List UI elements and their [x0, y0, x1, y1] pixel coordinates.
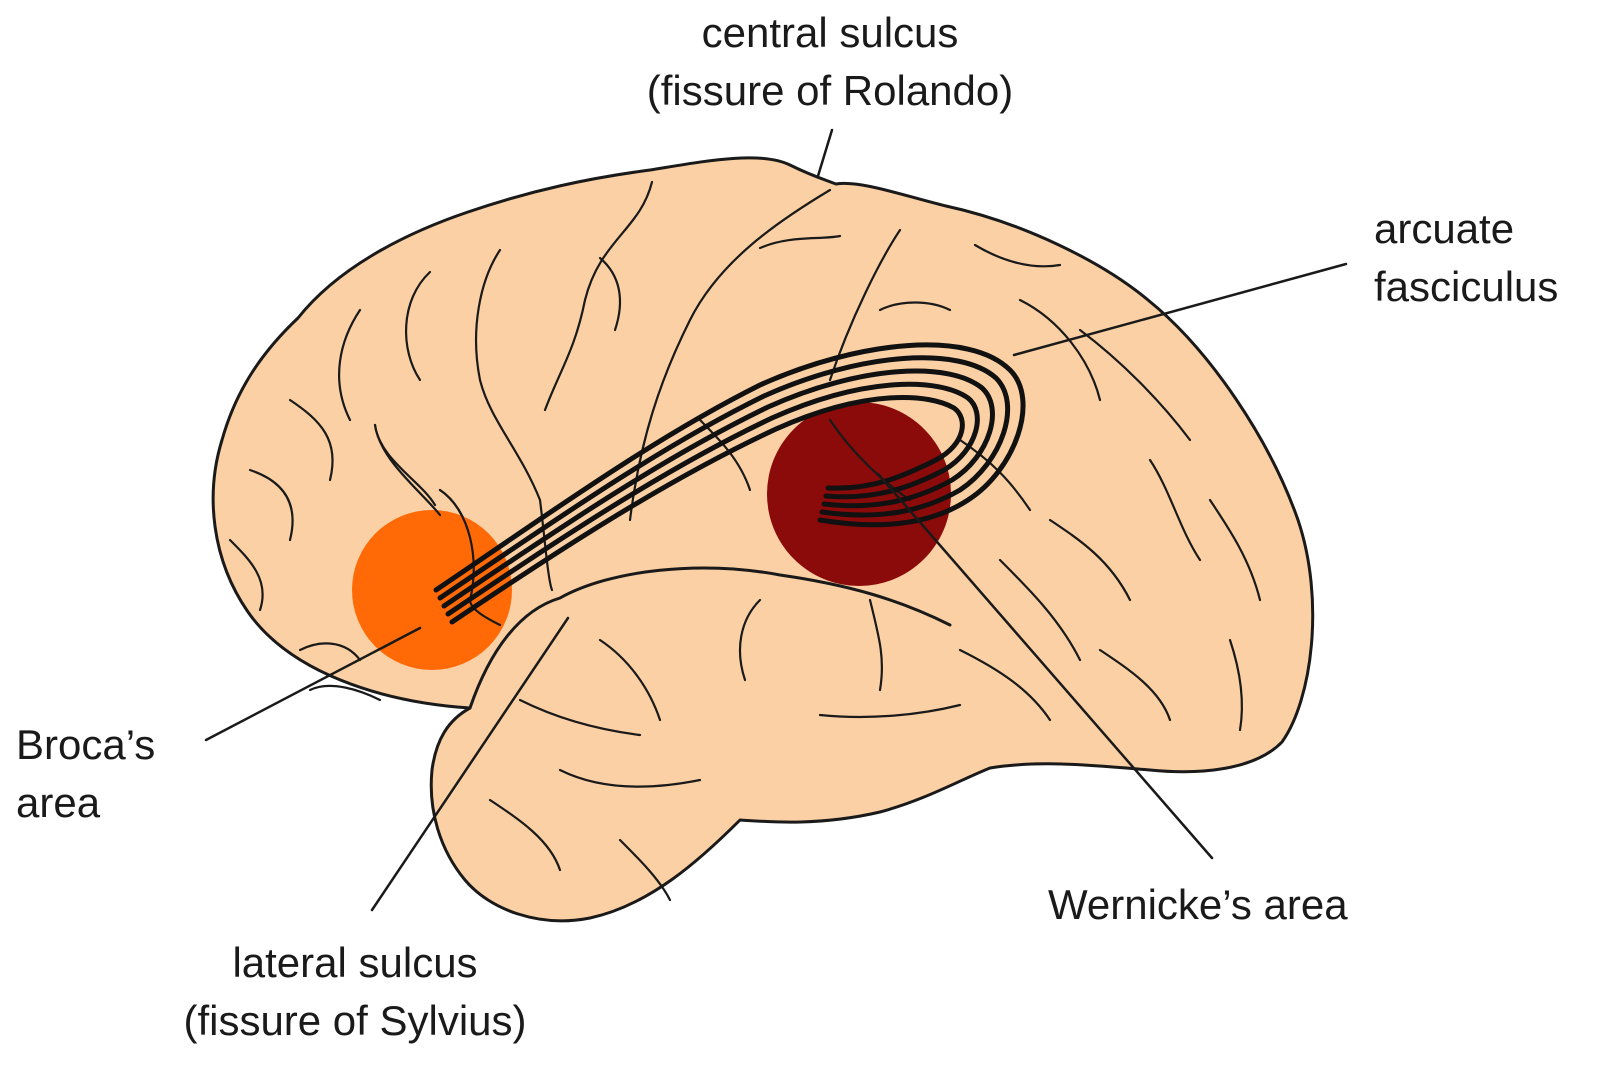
arcuate-fasciculus-label: arcuate fasciculus — [1374, 200, 1600, 316]
leader-lines — [204, 128, 1348, 912]
central-sulcus-label: central sulcus (fissure of Rolando) — [620, 4, 1040, 120]
arcuate-fasciculus-tract — [433, 342, 1026, 625]
central-sulcus-leader — [816, 128, 834, 178]
central-sulcus-line1: central sulcus — [701, 9, 959, 56]
arcuate-fasciculus-line1: arcuate — [1374, 205, 1515, 252]
broca-leader — [204, 626, 422, 742]
brocas-area-line2: area — [16, 779, 101, 826]
temporal-lobe-boundary — [468, 566, 952, 710]
arcuate-fasciculus-leader — [1012, 262, 1348, 357]
brocas-area-line1: Broca’s — [16, 721, 156, 768]
lateral-sulcus-line2: (fissure of Sylvius) — [183, 997, 527, 1044]
brocas-area-label: Broca’s area — [16, 716, 216, 832]
wernickes-area-label: Wernicke’s area — [1048, 876, 1408, 934]
wernicke-leader — [876, 472, 1214, 860]
lateral-sulcus-line1: lateral sulcus — [232, 939, 478, 986]
lateral-sulcus-label: lateral sulcus (fissure of Sylvius) — [140, 934, 570, 1050]
arcuate-fasciculus-line2: fasciculus — [1374, 263, 1559, 310]
central-sulcus-line2: (fissure of Rolando) — [646, 67, 1014, 114]
lateral-sulcus-leader — [370, 616, 570, 912]
wernickes-area-line1: Wernicke’s area — [1048, 881, 1348, 928]
